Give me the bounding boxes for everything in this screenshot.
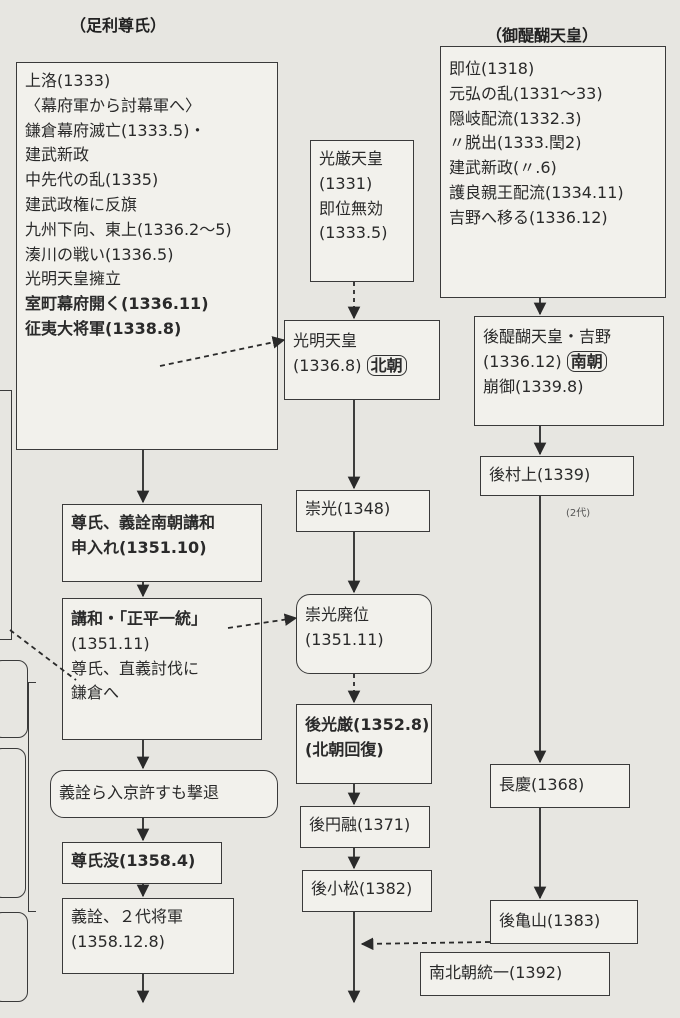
left-bracket: [28, 682, 36, 912]
arrow-shohei-to-depose: [227, 613, 298, 629]
nancho-badge: 南朝: [566, 350, 607, 372]
takauji-main-box: 上洛(1333) 〈幕府軍から討幕軍へ〉 鎌倉幕府滅亡(1333.5)・ 建武新…: [16, 62, 278, 450]
yoshiakira-repel-label: 義詮ら入京許すも撃退: [59, 783, 220, 802]
takauji-event: 建武新政: [25, 145, 90, 165]
goenyu-label: 後円融(1371): [309, 815, 411, 834]
godaigo-main-box: 即位(1318) 元弘の乱(1331〜33) 隠岐配流(1332.3) 〃脱出(…: [440, 46, 666, 298]
takauji-event: 湊川の戦い(1336.5): [25, 244, 174, 264]
takauji-event: 鎌倉幕府滅亡(1333.5)・: [25, 120, 206, 140]
takauji-event: 〈幕府軍から討幕軍へ〉: [25, 95, 202, 115]
godaigo-death: 崩御(1339.8): [483, 376, 584, 396]
gokomatsu-label: 後小松(1382): [311, 879, 413, 898]
shohei-box: 講和・「正平一統」 (1351.11) 尊氏、直義討伐に 鎌倉へ: [62, 598, 262, 740]
takauji-event: 中先代の乱(1335): [25, 170, 159, 190]
godaigo-event: 隠岐配流(1332.3): [449, 108, 582, 128]
gokogon-line: 後光厳(1352.8): [305, 715, 430, 734]
suko-label: 崇光(1348): [305, 499, 391, 518]
chokei-label: 長慶(1368): [499, 775, 585, 794]
suko-depose-line: (1351.11): [305, 629, 384, 649]
kogon-line: 光厳天皇: [319, 149, 384, 168]
shohei-title: 講和・「正平一統」: [71, 609, 208, 628]
dashed-left-connector: [9, 629, 77, 681]
takauji-event: 征夷大将軍(1338.8): [25, 318, 182, 338]
kogon-box: 光厳天皇 (1331) 即位無効 (1333.5): [310, 140, 414, 282]
shohei-line: 尊氏、直義討伐に: [71, 658, 200, 678]
left-edge-box: [0, 660, 28, 738]
arrow-komyo-enthronement: [159, 336, 286, 367]
gomurakami-box: 後村上(1339): [480, 456, 634, 496]
takauji-header: （足利尊氏）: [70, 16, 167, 35]
kogon-line: 即位無効: [319, 198, 384, 218]
komyo-box: 光明天皇 (1336.8) 北朝: [284, 320, 440, 400]
gokameyama-box: 後亀山(1383): [490, 900, 638, 944]
suko-box: 崇光(1348): [296, 490, 430, 532]
arrow-unification: [360, 937, 491, 951]
peace-offer-box: 尊氏、義詮南朝講和 申入れ(1351.10): [62, 504, 262, 582]
yoshiakira-shogun-line: (1358.12.8): [71, 931, 165, 951]
takauji-event: 光明天皇擁立: [25, 269, 122, 289]
goenyu-box: 後円融(1371): [300, 806, 430, 848]
godaigo-event: 建武新政(〃.6): [449, 158, 557, 178]
takauji-event: 建武政権に反旗: [25, 194, 138, 214]
kogon-line: (1333.5): [319, 223, 388, 243]
peace-offer-line: 申入れ(1351.10): [71, 537, 207, 557]
kogon-line: (1331): [319, 173, 373, 193]
godaigo-event: 即位(1318): [449, 59, 535, 78]
godaigo-event: 〃脱出(1333.閏2): [449, 133, 582, 153]
shohei-line: 鎌倉へ: [71, 683, 120, 703]
suko-depose-box: 崇光廃位 (1351.11): [296, 594, 432, 674]
takauji-event: 室町幕府開く(1336.11): [25, 294, 209, 314]
takauji-death-label: 尊氏没(1358.4): [71, 851, 196, 870]
left-edge-box: [0, 390, 12, 640]
gokogon-line: (北朝回復): [305, 739, 384, 759]
gomurakami-note: (2代): [566, 508, 591, 519]
shohei-date: (1351.11): [71, 633, 150, 653]
left-edge-box: [0, 748, 26, 898]
yoshiakira-repel-box: 義詮ら入京許すも撃退: [50, 770, 278, 818]
hokucho-badge: 北朝: [366, 354, 407, 376]
komyo-date: (1336.8): [293, 355, 362, 375]
takauji-event: 上洛(1333): [25, 71, 111, 90]
gokameyama-label: 後亀山(1383): [499, 911, 601, 930]
takauji-event: 九州下向、東上(1336.2〜5): [25, 219, 232, 239]
takauji-death-box: 尊氏没(1358.4): [62, 842, 222, 884]
godaigo-event: 吉野へ移る(1336.12): [449, 207, 608, 227]
komyo-date-line: (1336.8) 北朝: [293, 354, 431, 379]
godaigo-event: 元弘の乱(1331〜33): [449, 83, 603, 103]
gomurakami-label: 後村上(1339): [489, 465, 591, 484]
yoshiakira-shogun-box: 義詮、２代将軍 (1358.12.8): [62, 898, 234, 974]
unification-box: 南北朝統一(1392): [420, 952, 610, 996]
godaigo-yoshino-box: 後醍醐天皇・吉野 (1336.12) 南朝 崩御(1339.8): [474, 316, 664, 426]
godaigo-yoshino-name: 後醍醐天皇・吉野: [483, 327, 612, 346]
godaigo-yoshino-date: (1336.12): [483, 351, 562, 371]
komyo-name: 光明天皇: [293, 331, 358, 350]
unification-label: 南北朝統一(1392): [429, 963, 563, 982]
peace-offer-line: 尊氏、義詮南朝講和: [71, 513, 216, 532]
gokomatsu-box: 後小松(1382): [302, 870, 432, 912]
gokogon-box: 後光厳(1352.8) (北朝回復): [296, 704, 432, 784]
left-edge-box: [0, 912, 28, 1002]
godaigo-event: 護良親王配流(1334.11): [449, 182, 624, 202]
yoshiakira-shogun-line: 義詮、２代将軍: [71, 907, 184, 926]
chokei-box: 長慶(1368): [490, 764, 630, 808]
godaigo-header: （御醍醐天皇）: [486, 26, 599, 45]
godaigo-yoshino-date-line: (1336.12) 南朝: [483, 350, 655, 375]
suko-depose-line: 崇光廃位: [305, 605, 370, 624]
